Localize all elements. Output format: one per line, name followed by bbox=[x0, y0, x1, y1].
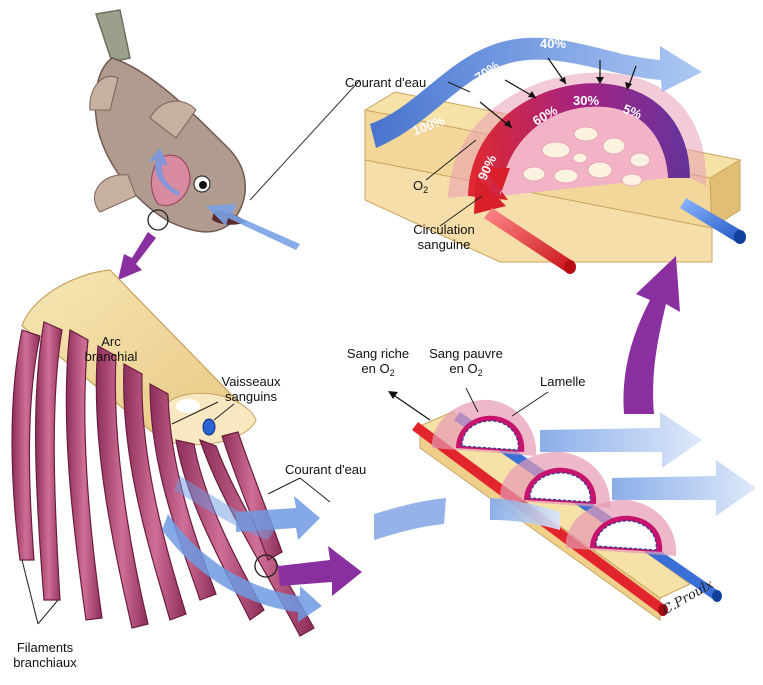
lamelle-label: Lamelle bbox=[540, 374, 586, 389]
fish-pupil bbox=[199, 181, 207, 189]
vessel-blue bbox=[203, 419, 215, 435]
filament-2 bbox=[36, 322, 62, 600]
section-water-in bbox=[374, 498, 446, 540]
o2-label: O2 bbox=[413, 178, 428, 198]
sang-pauvre-label: Sang pauvre en O2 bbox=[424, 346, 508, 381]
gill-arch-illustration bbox=[12, 270, 314, 636]
fish-tail bbox=[96, 10, 130, 62]
fish-to-arch-arrow bbox=[118, 232, 156, 280]
purple-arrow-up bbox=[623, 256, 680, 414]
sang-riche-arrow bbox=[392, 394, 430, 420]
vaisseaux-label: Vaisseaux sanguins bbox=[211, 374, 291, 404]
filaments-label: Filaments branchiaux bbox=[10, 640, 80, 670]
courant-mid-label: Courant d'eau bbox=[285, 462, 366, 477]
lamella-1 bbox=[432, 400, 536, 456]
filament-leader-2 bbox=[38, 600, 58, 624]
blue-tube-end bbox=[734, 230, 746, 244]
filament-leader-1 bbox=[22, 560, 38, 624]
circulation-label: Circulation sanguine bbox=[404, 222, 484, 252]
courant-mid-leader-1 bbox=[268, 478, 300, 494]
water-pct-40: 40% bbox=[540, 36, 566, 51]
section-blue-end bbox=[712, 590, 722, 602]
fish-illustration bbox=[90, 10, 300, 280]
courant-mid-leader-2 bbox=[300, 478, 330, 502]
arch-white-spot bbox=[176, 399, 200, 413]
lamelle-leader bbox=[512, 392, 548, 416]
zoom-leader-line bbox=[250, 80, 360, 200]
courant-top-label: Courant d'eau bbox=[345, 75, 426, 90]
blood-pct-30: 30% bbox=[573, 93, 599, 108]
sang-riche-label: Sang riche en O2 bbox=[338, 346, 418, 381]
arc-branchial-label: Arc branchial bbox=[76, 334, 146, 364]
red-tube-end bbox=[564, 260, 576, 274]
fish-fin-bottom bbox=[95, 175, 136, 212]
